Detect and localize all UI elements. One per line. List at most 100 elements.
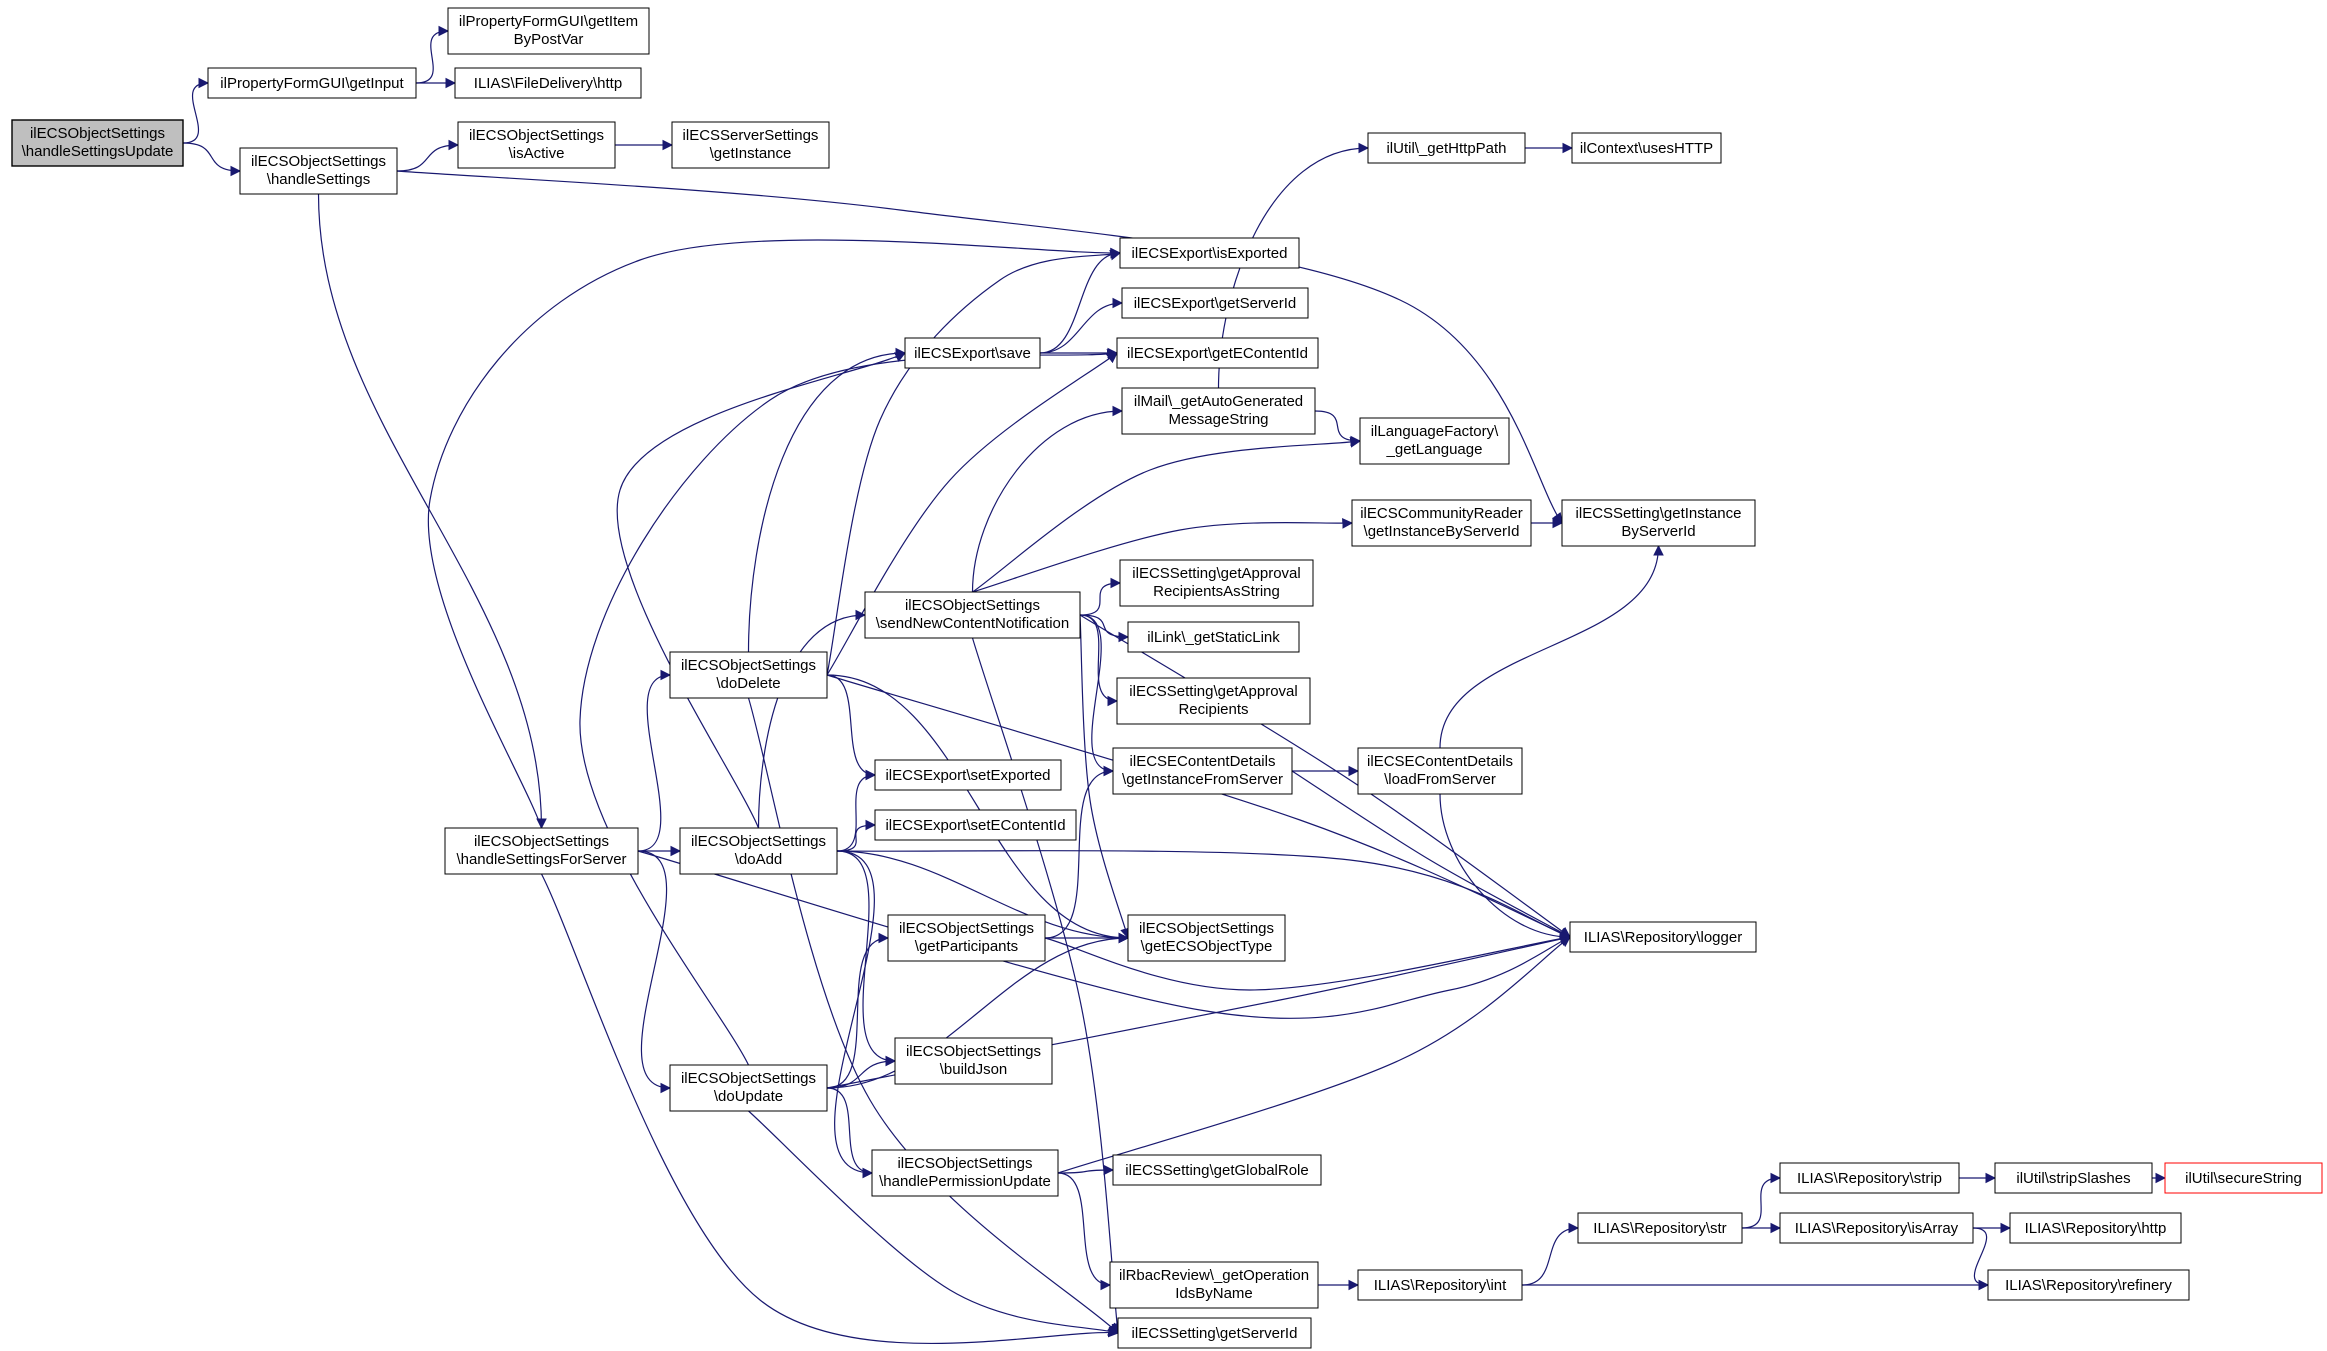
node-label: ilUtil\_getHttpPath <box>1386 140 1506 157</box>
edge-doDelete-to-ecsSettingGetServerId <box>747 697 1119 1334</box>
node-sendNewContentNotification[interactable]: ilECSObjectSettings\sendNewContentNotifi… <box>864 591 1081 639</box>
node-save[interactable]: ilECSExport\save <box>904 337 1041 369</box>
node-label: ilPropertyFormGUI\getItem <box>459 13 638 30</box>
node-repoHttp[interactable]: ILIAS\Repository\http <box>2009 1212 2182 1244</box>
node-handleSettingsForServer[interactable]: ilECSObjectSettings\handleSettingsForSer… <box>444 827 639 875</box>
node-label: _getLanguage <box>1386 441 1483 458</box>
node-label: \buildJson <box>940 1061 1008 1078</box>
node-getECSObjectType[interactable]: ilECSObjectSettings\getECSObjectType <box>1127 914 1286 962</box>
node-label: ILIAS\Repository\int <box>1374 1277 1507 1294</box>
node-stripSlashes[interactable]: ilUtil\stripSlashes <box>1994 1162 2153 1194</box>
edge-sendNewContentNotification-to-getAutoGenerated <box>971 405 1124 593</box>
node-box <box>447 7 650 55</box>
node-box <box>1119 559 1314 607</box>
node-getStaticLink[interactable]: ilLink\_getStaticLink <box>1127 621 1300 653</box>
node-loadFromServer[interactable]: ilECSEContentDetails\loadFromServer <box>1357 747 1523 795</box>
edge-handleSettingsForServer-to-doDelete <box>637 669 672 852</box>
edge-handleSettings-to-handleSettingsForServer <box>317 193 547 830</box>
edge-doDelete-to-getEContentId <box>826 352 1118 676</box>
node-label: \getECSObjectType <box>1141 938 1273 955</box>
node-getInstanceFromServer[interactable]: ilECSEContentDetails\getInstanceFromServ… <box>1112 747 1293 795</box>
node-secureString[interactable]: ilUtil\secureString <box>2164 1162 2323 1194</box>
node-box <box>1121 287 1309 319</box>
node-doAdd[interactable]: ilECSObjectSettings\doAdd <box>679 827 838 875</box>
node-getHttpPath[interactable]: ilUtil\_getHttpPath <box>1367 132 1526 164</box>
edge-sendNewContentNotification-to-getStaticLink <box>1079 614 1130 643</box>
node-getEContentId[interactable]: ilECSExport\getEContentId <box>1116 337 1319 369</box>
node-getGlobalRole[interactable]: ilECSSetting\getGlobalRole <box>1112 1154 1322 1186</box>
node-label: \doUpdate <box>714 1088 783 1105</box>
node-exportGetServerId[interactable]: ilECSExport\getServerId <box>1121 287 1309 319</box>
edge-getParticipants-to-getInstanceFromServer <box>1044 765 1115 939</box>
edge-loadFromServer-to-logger <box>1439 793 1572 943</box>
edge-handleSettingsForServer-to-ecsSettingGetServerId <box>540 873 1120 1345</box>
node-label: ilECSObjectSettings <box>681 1070 816 1087</box>
node-isActive[interactable]: ilECSObjectSettings\isActive <box>457 121 616 169</box>
node-label: ilECSSetting\getApproval <box>1132 565 1300 582</box>
node-repoStrip[interactable]: ILIAS\Repository\strip <box>1779 1162 1960 1194</box>
node-ecsSettingGetServerId[interactable]: ilECSSetting\getServerId <box>1117 1317 1312 1349</box>
edge-sendNewContentNotification-to-getApprovalRecipientsAsString <box>1079 577 1122 616</box>
node-label: \doDelete <box>716 675 780 692</box>
node-communityReader[interactable]: ilECSCommunityReader\getInstanceByServer… <box>1351 499 1532 547</box>
node-repoStr[interactable]: ILIAS\Repository\str <box>1577 1212 1743 1244</box>
node-label: ILIAS\Repository\refinery <box>2005 1277 2172 1294</box>
node-handleSettingsUpdate[interactable]: ilECSObjectSettings\handleSettingsUpdate <box>11 119 184 167</box>
edge-getParticipants-to-logger <box>1044 933 1572 991</box>
node-isArray[interactable]: ILIAS\Repository\isArray <box>1779 1212 1974 1244</box>
node-box <box>1119 237 1300 269</box>
node-box <box>1779 1212 1974 1244</box>
node-label: ilContext\usesHTTP <box>1580 140 1713 157</box>
node-isExported[interactable]: ilECSExport\isExported <box>1119 237 1300 269</box>
node-getApprovalRecipientsAsString[interactable]: ilECSSetting\getApprovalRecipientsAsStri… <box>1119 559 1314 607</box>
edge-handleSettingsForServer-to-doUpdate <box>637 850 672 1094</box>
node-box <box>671 121 830 169</box>
edge-sendNewContentNotification-to-getInstanceFromServer <box>1079 614 1115 777</box>
node-setEContentId[interactable]: ilECSExport\setEContentId <box>874 809 1077 841</box>
node-serverSettingsGetInstance[interactable]: ilECSServerSettings\getInstance <box>671 121 830 169</box>
edge-doUpdate-to-handlePermissionUpdate <box>826 1087 874 1179</box>
node-box <box>1112 747 1293 795</box>
node-box <box>1357 1269 1523 1301</box>
node-setExported[interactable]: ilECSExport\setExported <box>874 759 1062 791</box>
node-getLanguage[interactable]: ilLanguageFactory\_getLanguage <box>1359 417 1510 465</box>
edge-save-to-exportGetServerId <box>1039 297 1124 354</box>
node-label: ilECSSetting\getServerId <box>1132 1325 1298 1342</box>
node-box <box>1571 132 1722 164</box>
node-refinery[interactable]: ILIAS\Repository\refinery <box>1987 1269 2190 1301</box>
edge-handleSettings-to-isActive <box>396 139 460 172</box>
node-repoInt[interactable]: ILIAS\Repository\int <box>1357 1269 1523 1301</box>
node-buildJson[interactable]: ilECSObjectSettings\buildJson <box>894 1037 1053 1085</box>
node-settingGetInstanceByServerId[interactable]: ilECSSetting\getInstanceByServerId <box>1561 499 1756 547</box>
edge-handleSettingsUpdate-to-getInput <box>182 77 210 144</box>
node-doDelete[interactable]: ilECSObjectSettings\doDelete <box>669 651 828 699</box>
node-getParticipants[interactable]: ilECSObjectSettings\getParticipants <box>887 914 1046 962</box>
nodes-layer: ilECSObjectSettings\handleSettingsUpdate… <box>11 7 2323 1349</box>
node-handleSettings[interactable]: ilECSObjectSettings\handleSettings <box>239 147 398 195</box>
node-box <box>1577 1212 1743 1244</box>
node-label: \handleSettings <box>267 171 370 188</box>
edge-sendNewContentNotification-to-logger <box>1079 614 1571 938</box>
node-box <box>1359 417 1510 465</box>
edge-doDelete-to-setExported <box>826 674 877 781</box>
node-label: ILIAS\Repository\str <box>1593 1220 1726 1237</box>
node-label: ilECSObjectSettings <box>30 125 165 142</box>
node-handlePermissionUpdate[interactable]: ilECSObjectSettings\handlePermissionUpda… <box>871 1149 1059 1197</box>
node-label: ILIAS\FileDelivery\http <box>474 75 622 92</box>
edge-getInstanceFromServer-to-logger <box>1291 770 1571 938</box>
edge-doDelete-to-save <box>747 347 907 653</box>
node-fileDeliveryHttp[interactable]: ILIAS\FileDelivery\http <box>454 67 642 99</box>
node-logger[interactable]: ILIAS\Repository\logger <box>1569 921 1757 953</box>
node-label: \getParticipants <box>915 938 1018 955</box>
node-usesHTTP[interactable]: ilContext\usesHTTP <box>1571 132 1722 164</box>
node-label: ilECSSetting\getInstance <box>1576 505 1742 522</box>
node-box <box>679 827 838 875</box>
node-getInput[interactable]: ilPropertyFormGUI\getInput <box>207 67 417 99</box>
edge-isArray-to-refinery <box>1972 1227 1990 1291</box>
node-doUpdate[interactable]: ilECSObjectSettings\doUpdate <box>669 1064 828 1112</box>
